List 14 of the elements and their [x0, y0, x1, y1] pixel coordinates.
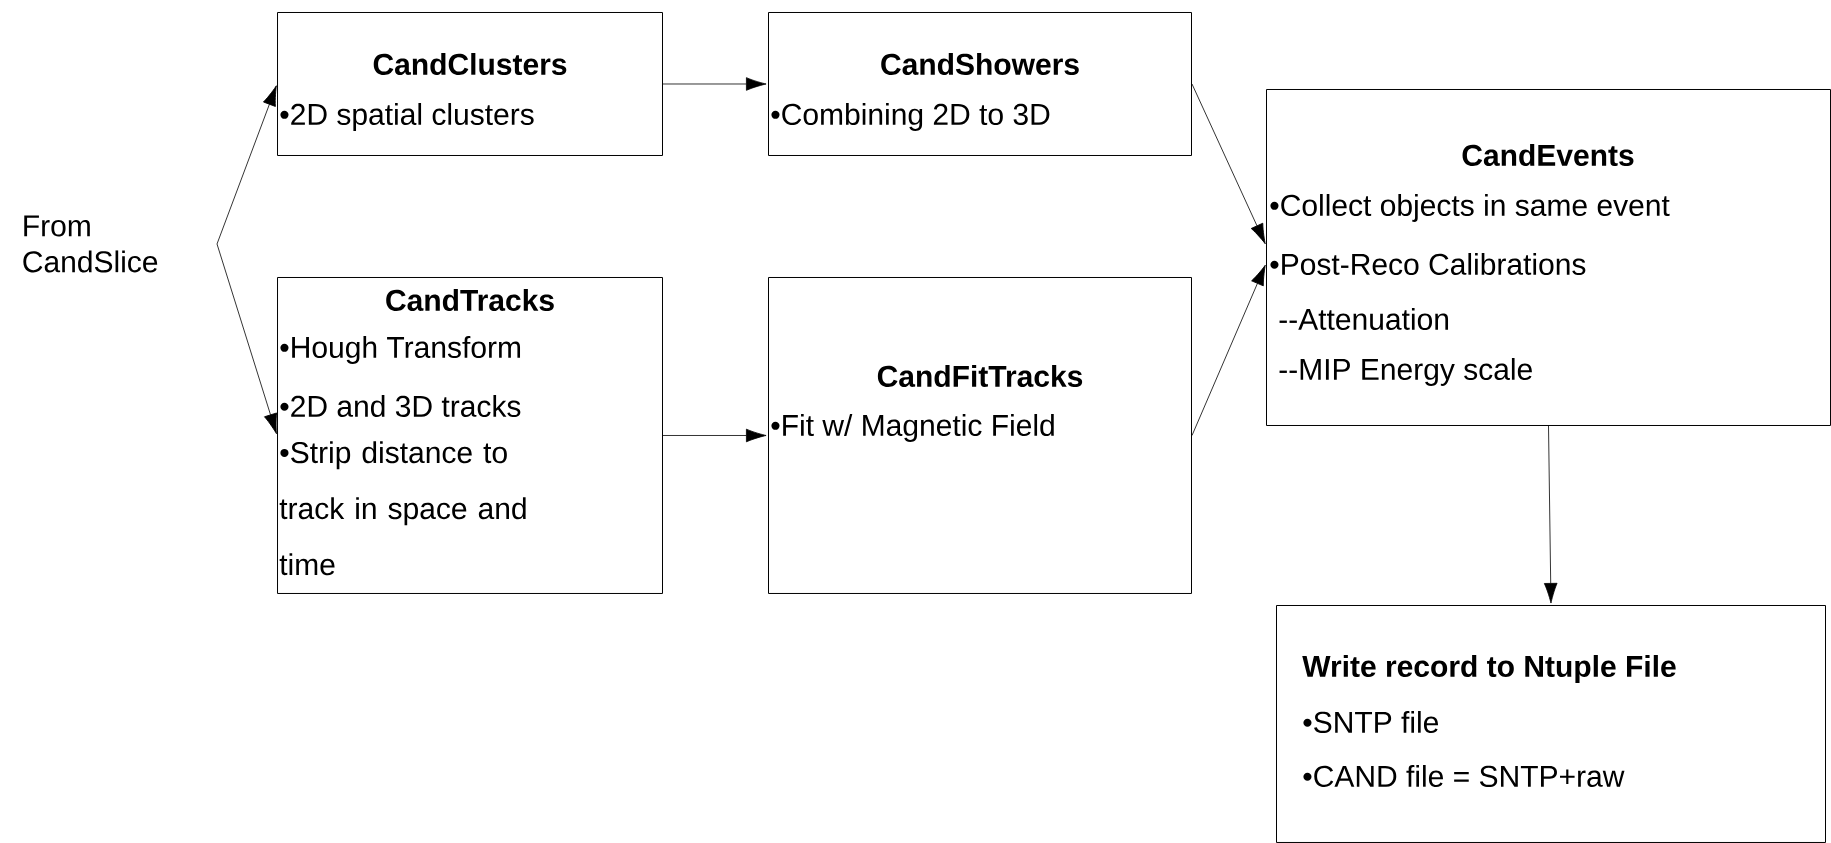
process-box: CandShowers •Combining 2D to 3D [768, 12, 1192, 156]
arrow [1543, 425, 1558, 604]
process-box: CandEvents •Collect objects in same event •Post-Reco Calibrations --Attenuation --MIP Energy scale [1266, 89, 1831, 426]
process-box: Write record to Ntuple File •SNTP file •CAND file = SNTP+raw [1276, 605, 1826, 843]
source-label: From CandSlice [23, 215, 158, 273]
arrow [216, 243, 277, 435]
arrow [662, 77, 767, 91]
arrow [216, 85, 277, 245]
arrow [662, 428, 767, 443]
process-box: CandTracks •Hough Transform •2D and 3D tracks •Strip distance to track in space and time [277, 277, 663, 594]
process-box: CandClusters •2D spatial clusters [277, 12, 663, 156]
process-box: CandFitTracks •Fit w/ Magnetic Field [768, 277, 1192, 594]
arrow [1191, 264, 1266, 436]
arrow [1191, 83, 1266, 245]
